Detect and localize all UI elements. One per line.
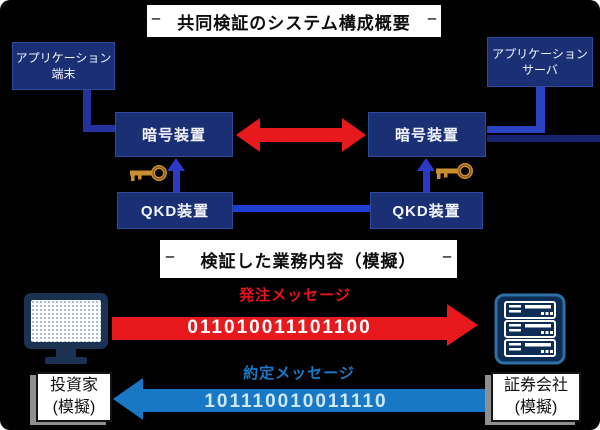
node-crypto-left: 暗号装置 (115, 112, 233, 157)
node-app-terminal-line1: アプリケーション (15, 50, 112, 65)
investor-caption-line2: (模擬) (52, 399, 96, 416)
monitor-icon (24, 293, 108, 364)
node-crypto-left-label: 暗号装置 (141, 127, 206, 144)
key-up-arrow-right (417, 158, 435, 192)
order-message-label: 発注メッセージ (239, 287, 351, 304)
monitor-neck (56, 349, 76, 357)
monitor-base (45, 357, 87, 364)
monitor-frame (24, 293, 108, 349)
node-crypto-right-label: 暗号装置 (394, 127, 459, 144)
title-edge-dash: ー (165, 253, 175, 264)
execution-message-label: 約定メッセージ (243, 365, 355, 382)
connector-server-vertical (536, 87, 545, 133)
arrow-head (417, 158, 435, 171)
encrypted-link-double-arrow-icon (236, 118, 366, 152)
execution-arrow-left-icon (113, 378, 486, 420)
broker-caption-line2: (模擬) (514, 399, 558, 416)
connector-server-horizontal (487, 126, 545, 133)
section2-title-band: ー 検証した業務内容（模擬） ー (160, 240, 457, 278)
node-app-terminal-line2: 端末 (51, 67, 76, 81)
connector-terminal-horizontal (83, 125, 117, 132)
key-icon (436, 163, 473, 179)
node-qkd-right: QKD装置 (370, 192, 483, 229)
node-app-server-line1: アプリケーション (492, 46, 588, 61)
arrow-head (167, 158, 185, 171)
section1-title-band: ー 共同検証のシステム構成概要 ー (147, 5, 441, 37)
node-app-terminal: アプリケーション 端末 (12, 42, 115, 90)
key-up-arrow-left (167, 158, 185, 192)
cropped-line-right-edge (487, 135, 600, 142)
key-icon (130, 165, 167, 181)
arrow-shaft (172, 171, 180, 192)
node-qkd-left-label: QKD装置 (140, 203, 210, 220)
investor-caption-line1: 投資家 (49, 377, 98, 395)
node-crypto-right: 暗号装置 (368, 112, 486, 157)
qkd-link-line (233, 205, 370, 212)
node-qkd-right-label: QKD装置 (392, 203, 461, 220)
server-icon (494, 293, 566, 365)
monitor-screen (31, 300, 101, 342)
title-edge-dash: ー (151, 15, 161, 26)
node-app-server: アプリケーション サーバ (487, 37, 593, 87)
order-arrow-right-icon (112, 304, 478, 346)
node-app-server-line2: サーバ (522, 63, 558, 77)
order-binary-text: 011010011101100 (187, 317, 372, 338)
title-edge-dash: ー (442, 253, 452, 264)
section1-title: 共同検証のシステム構成概要 (177, 13, 411, 33)
execution-binary-text: 101110010011110 (204, 391, 388, 412)
investor-caption-box: 投資家 (模擬) (36, 372, 112, 422)
connector-terminal-vertical (83, 90, 91, 130)
title-edge-dash: ー (427, 15, 437, 26)
broker-caption-box: 証券会社 (模擬) (491, 372, 581, 422)
section2-title: 検証した業務内容（模擬） (200, 251, 417, 271)
broker-caption-line1: 証券会社 (503, 377, 568, 395)
node-qkd-left: QKD装置 (117, 192, 233, 229)
arrow-shaft (422, 171, 430, 192)
